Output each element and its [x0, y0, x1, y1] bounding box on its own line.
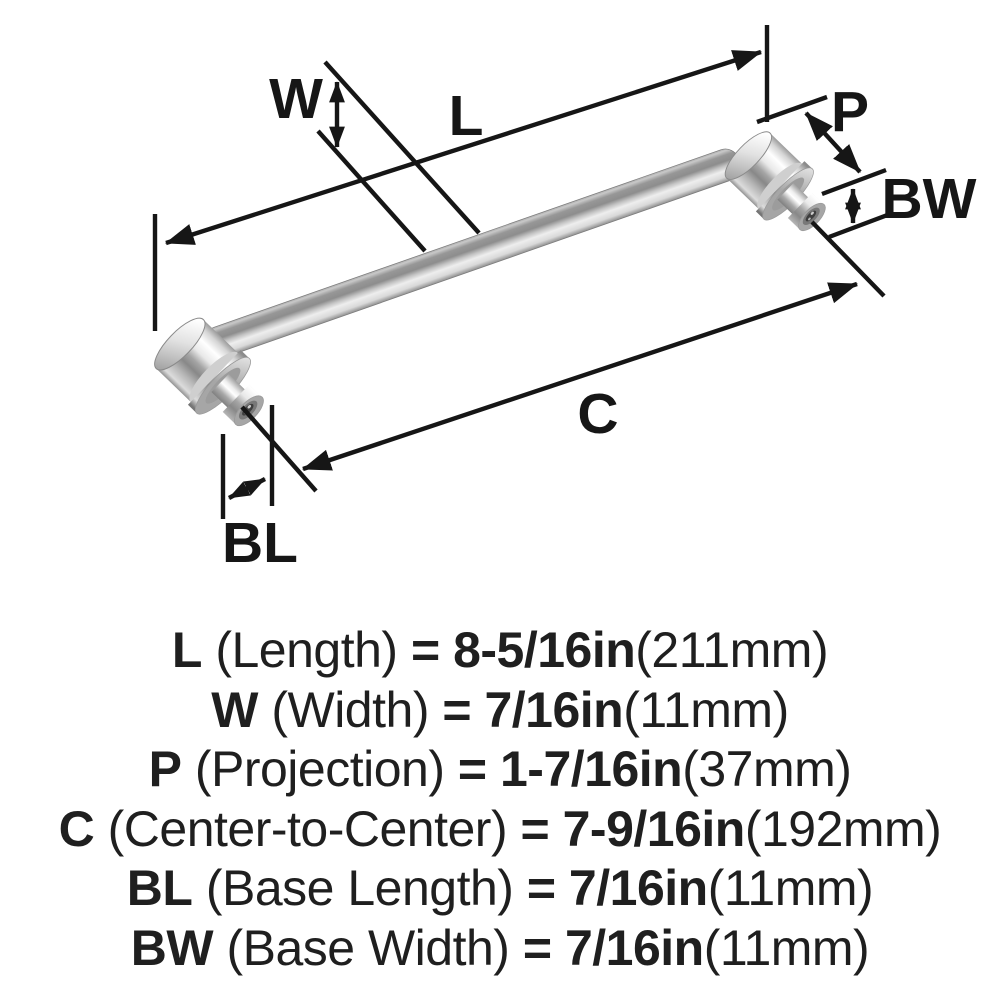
- dim-arrow-L: [164, 49, 763, 246]
- dim-label-bl: BL: [222, 511, 298, 575]
- dim-arrow-BL: [227, 477, 267, 500]
- spec-row-width: W (Width) = 7/16in(11mm): [0, 681, 1000, 741]
- spec-name: (Center-to-Center): [107, 800, 508, 857]
- handle-render: [144, 122, 843, 445]
- witness-line: [323, 60, 481, 235]
- dim-base-length: [220, 405, 275, 519]
- spec-value-inches: = 8-5/16in: [410, 622, 636, 678]
- dim-center-to-center: [240, 220, 886, 493]
- spec-name: (Base Width): [226, 919, 510, 976]
- spec-value-metric: (211mm): [635, 622, 829, 678]
- spec-abbr: L: [171, 622, 203, 678]
- dim-base-width: [821, 167, 891, 240]
- witness-line: [756, 94, 828, 125]
- spec-list: L (Length) = 8-5/16in(211mm) W (Width) =…: [0, 621, 1000, 978]
- spec-name: (Base Length): [205, 860, 514, 916]
- spec-value-metric: (192mm): [744, 800, 942, 857]
- spec-value-metric: (37mm): [682, 741, 852, 797]
- spec-name: (Length): [215, 622, 398, 678]
- spec-abbr: P: [148, 741, 182, 797]
- spec-row-base-length: BL (Base Length) = 7/16in(11mm): [0, 859, 1000, 919]
- spec-value-inches: = 7/16in: [442, 681, 624, 738]
- right-mounting-post: [715, 122, 843, 249]
- spec-name: (Projection): [194, 741, 445, 797]
- spec-value-metric: (11mm): [707, 860, 874, 916]
- dim-width: [316, 60, 481, 253]
- spec-abbr: BW: [130, 919, 214, 976]
- spec-value-inches: = 7/16in: [526, 860, 708, 916]
- spec-value-inches: = 7/16in: [522, 919, 704, 976]
- dim-projection: [756, 94, 862, 174]
- witness-line: [316, 129, 427, 253]
- spec-row-projection: P (Projection) = 1-7/16in(37mm): [0, 740, 1000, 800]
- handle-bar: [204, 148, 742, 359]
- dim-label-w: W: [269, 67, 323, 131]
- spec-row-base-width: BW (Base Width) = 7/16in(11mm): [0, 919, 1000, 979]
- dimension-diagram: W L P BW C BL: [144, 25, 977, 575]
- spec-abbr: C: [58, 800, 95, 857]
- spec-name: (Width): [271, 681, 429, 738]
- witness-line: [821, 167, 887, 197]
- spec-value-inches: = 7-9/16in: [520, 800, 746, 857]
- spec-abbr: W: [211, 681, 258, 738]
- spec-row-center-to-center: C (Center-to-Center) = 7-9/16in(192mm): [0, 800, 1000, 860]
- dim-arrow-C: [301, 281, 859, 472]
- witness-line: [828, 211, 891, 240]
- dim-label-c: C: [577, 382, 618, 446]
- spec-abbr: BL: [126, 860, 193, 916]
- dim-label-bw: BW: [882, 167, 977, 231]
- spec-value-inches: = 1-7/16in: [457, 741, 683, 797]
- spec-row-length: L (Length) = 8-5/16in(211mm): [0, 621, 1000, 681]
- witness-line: [810, 220, 886, 298]
- dim-length: [152, 25, 770, 331]
- spec-value-metric: (11mm): [703, 919, 870, 976]
- spec-value-metric: (11mm): [623, 681, 789, 738]
- dim-label-p: P: [831, 80, 869, 144]
- witness-line: [240, 405, 318, 493]
- dim-label-l: L: [449, 84, 484, 148]
- dim-arrow-P: [804, 111, 862, 174]
